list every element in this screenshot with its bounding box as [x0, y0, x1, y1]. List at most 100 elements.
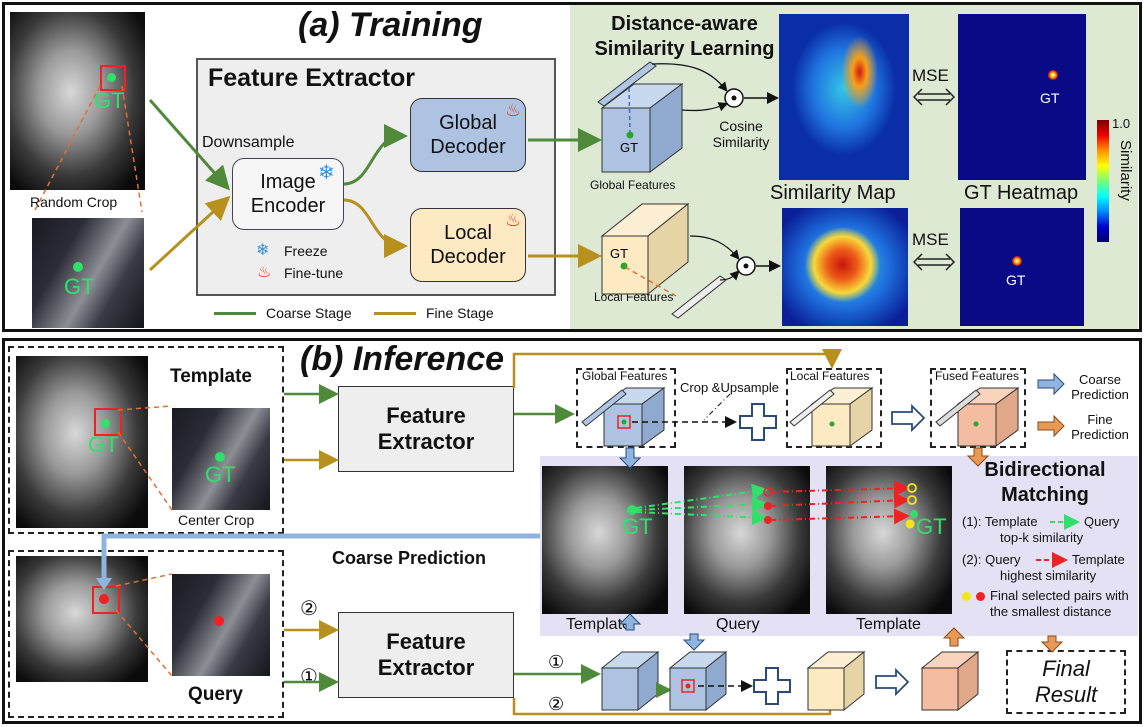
query-skull-xray: [16, 556, 148, 682]
feature-extractor-top-label: Feature Extractor: [377, 402, 475, 454]
training-skull-xray: [10, 12, 145, 190]
step1-circled-right: ①: [548, 652, 564, 672]
global-decoder-label: Global Decoder: [430, 112, 506, 158]
local-decoder-box: Local Decoder: [410, 208, 526, 282]
finetune-label: Fine-tune: [284, 265, 344, 281]
strip-label-template-left: Template: [566, 616, 631, 633]
step2-b: Template: [1072, 552, 1125, 567]
random-crop-label: Random Crop: [30, 194, 118, 210]
freeze-label: Freeze: [284, 243, 328, 259]
global-cube-gt: GT: [620, 140, 638, 155]
inference-connectors: ① ②: [96, 349, 1080, 716]
global-decoder-box: Global Decoder: [410, 98, 526, 172]
crop-upsample-label: Crop &Upsample: [680, 380, 779, 395]
similarity-map-global: [779, 14, 909, 180]
step1-b: Query: [1084, 514, 1120, 529]
template-label: Template: [170, 366, 253, 387]
downsample-label: Downsample: [202, 134, 295, 151]
freeze-icon: ❄: [256, 242, 270, 259]
dasl-title: Distance-aware Similarity Learning: [594, 13, 775, 60]
mse-top-label: MSE: [912, 66, 949, 85]
step2-circled-right: ②: [548, 694, 564, 714]
strip-label-template-right: Template: [856, 616, 921, 633]
inference-title: (b) Inference: [300, 340, 505, 378]
query-group: [8, 550, 284, 718]
coarse-stage-label: Coarse Stage: [266, 305, 352, 321]
step2-circled-left: ②: [300, 598, 318, 620]
fine-stage-label: Fine Stage: [426, 305, 494, 321]
final-pairs-label: Final selected pairs with the smallest d…: [990, 588, 1129, 620]
gt-heatmap-local-gt: GT: [1006, 272, 1026, 288]
inf-global-features-label: Global Features: [582, 369, 668, 383]
step2-c: highest similarity: [1000, 568, 1097, 583]
strip-left-gt: GT: [622, 514, 653, 539]
local-decoder-label: Local Decoder: [430, 222, 506, 268]
gt-heatmap-global: [958, 14, 1086, 180]
similarity-map-local: [782, 208, 908, 326]
template-crop-gt-label: GT: [205, 462, 236, 487]
training-connectors: GT GT: [33, 61, 956, 319]
training-title: (a) Training: [298, 6, 483, 44]
training-crop-image: [32, 218, 144, 328]
training-crop-gt-label: GT: [64, 274, 95, 299]
final-pair-yellow-dot: [962, 592, 971, 601]
feature-extractor-title: Feature Extractor: [208, 64, 416, 92]
feature-extractor-top: Feature Extractor: [338, 386, 514, 472]
template-gt-dot: [101, 419, 110, 428]
similarity-colorbar: [1097, 120, 1109, 242]
final-pair-red-dot: [976, 592, 985, 601]
global-features-label: Global Features: [590, 178, 676, 192]
similarity-map-label: Similarity Map: [770, 182, 896, 204]
colorbar-max-label: 1.0: [1112, 116, 1131, 131]
global-fire-icon: ♨: [505, 100, 522, 120]
gt-heatmap-local: [960, 208, 1084, 326]
local-fire-icon: ♨: [505, 210, 522, 230]
training-crop-gt-dot: [73, 262, 83, 272]
cosine-similarity-label: Cosine Similarity: [712, 118, 770, 150]
image-encoder-label: Image Encoder: [250, 171, 326, 217]
bidirectional-title: Bidirectional Matching: [984, 459, 1106, 506]
template-gt-label: GT: [88, 432, 119, 457]
training-gt-label: GT: [94, 88, 125, 113]
inference-panel: [2, 338, 1142, 724]
final-result-box: Final Result: [1006, 650, 1126, 714]
local-cube-gt: GT: [610, 246, 628, 261]
final-result-label: Final Result: [1034, 655, 1098, 707]
step1-c: top-k similarity: [1000, 530, 1084, 545]
global-features-box: [576, 368, 676, 448]
strip-query: [684, 466, 810, 614]
strip-template-right: [826, 466, 952, 614]
inf-local-features-label: Local Features: [790, 369, 870, 383]
query-crop-red-dot: [214, 616, 224, 626]
template-group: [8, 346, 284, 534]
finetune-icon: ♨: [257, 264, 272, 281]
fine-stage-line: [374, 312, 416, 315]
image-encoder-box: Image Encoder: [232, 158, 344, 230]
strip-template-left: [542, 466, 668, 614]
coarse-stage-line: [214, 312, 256, 315]
training-gt-dot: [107, 73, 116, 82]
strip-right-gt: GT: [916, 514, 947, 539]
gt-heatmap-global-gt: GT: [1040, 90, 1060, 106]
fused-features-box: [930, 368, 1026, 448]
legend-coarse-label: Coarse Prediction: [1071, 372, 1129, 402]
template-crop-gt-dot: [215, 452, 225, 462]
training-crop-marker: [100, 65, 126, 91]
strip-label-query: Query: [716, 616, 760, 633]
feature-extractor-bottom: Feature Extractor: [338, 612, 514, 698]
query-label: Query: [188, 684, 243, 705]
step2-a: (2): Query: [962, 552, 1021, 567]
training-panel: [2, 2, 1142, 332]
local-features-box: [786, 368, 882, 448]
coarse-prediction-label: Coarse Prediction: [332, 548, 487, 568]
mse-bottom-label: MSE: [912, 230, 949, 249]
step1-a: (1): Template: [962, 514, 1038, 529]
inf-fused-features-label: Fused Features: [935, 369, 1020, 383]
template-skull-xray: [16, 356, 148, 528]
template-crop-marker: [94, 408, 122, 436]
legend-fine-label: Fine Prediction: [1071, 412, 1129, 442]
center-crop-label: Center Crop: [178, 512, 255, 528]
gt-heatmap-label: GT Heatmap: [964, 182, 1079, 204]
snowflake-icon: ❄: [318, 162, 335, 184]
feature-extractor-bottom-label: Feature Extractor: [377, 628, 475, 680]
